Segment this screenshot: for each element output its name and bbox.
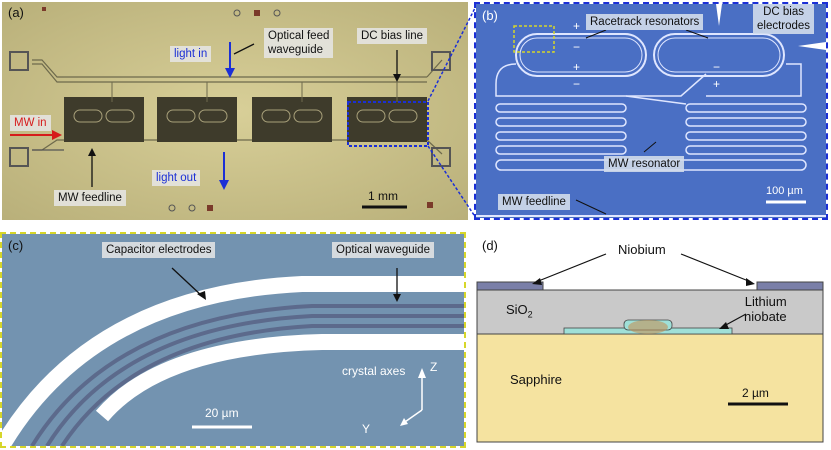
axis-y-label: Y xyxy=(362,422,371,436)
panel-a: (a) Optical feed waveguide DC bias line … xyxy=(2,2,468,220)
waveguide-micrograph xyxy=(2,234,464,446)
optical-feed-line2: waveguide xyxy=(268,44,323,56)
optical-feed-waveguide-label: Optical feed waveguide xyxy=(264,28,334,58)
optical-waveguide-label: Optical waveguide xyxy=(332,242,434,258)
scale-bar-a-label: 1 mm xyxy=(368,189,398,203)
light-in-label: light in xyxy=(170,46,212,62)
panel-c-label: (c) xyxy=(8,238,24,253)
sign-plus-2: + xyxy=(573,60,581,74)
resonator-micrograph xyxy=(476,4,826,217)
mw-resonator-label: MW resonator xyxy=(604,156,685,172)
crystal-axes-label: crystal axes xyxy=(342,364,406,378)
dc-bias-electrodes-label: DC bias electrodes xyxy=(753,4,815,34)
sign-minus-3: − xyxy=(713,60,721,74)
scale-bar-b-label: 100 µm xyxy=(766,185,803,197)
sio2-label: SiO2 xyxy=(506,302,533,320)
racetrack-resonators-label: Racetrack resonators xyxy=(586,14,704,30)
sign-plus-3: + xyxy=(713,77,721,91)
panel-c: (c) Capacitor electrodes Optical wavegui… xyxy=(0,232,466,448)
scale-bar-d-label: 2 µm xyxy=(742,386,769,400)
sapphire-label: Sapphire xyxy=(510,372,563,387)
sio2-text: SiO xyxy=(506,302,528,317)
niobium-label: Niobium xyxy=(618,242,666,257)
lithium-line2: niobate xyxy=(744,309,787,324)
dc-bias-line-label: DC bias line xyxy=(357,28,427,44)
sio2-subscript: 2 xyxy=(527,309,533,320)
lithium-line1: Lithium xyxy=(744,294,787,309)
panel-b: (b) Racetrack resonators DC bias electro… xyxy=(474,2,828,220)
panel-d-label: (d) xyxy=(482,238,498,253)
lithium-niobate-label: Lithium niobate xyxy=(744,294,787,324)
light-out-label: light out xyxy=(152,170,201,186)
mw-feedline-label: MW feedline xyxy=(54,190,126,206)
optical-feed-line1: Optical feed xyxy=(268,30,330,42)
mw-in-label: MW in xyxy=(10,115,51,131)
panel-a-label: (a) xyxy=(8,5,24,20)
cross-section-diagram xyxy=(476,253,824,443)
dc-bias-line1: DC bias xyxy=(763,6,804,18)
capacitor-electrodes-label: Capacitor electrodes xyxy=(102,242,216,258)
scale-bar-c-label: 20 µm xyxy=(205,406,239,420)
sign-plus-1: + xyxy=(573,19,581,33)
sign-minus-2: − xyxy=(573,77,581,91)
panel-b-label: (b) xyxy=(482,8,498,23)
dc-bias-line2: electrodes xyxy=(757,20,811,32)
axis-z-label: Z xyxy=(430,360,438,374)
sign-minus-1: − xyxy=(573,40,581,54)
mw-feedline-b-label: MW feedline xyxy=(498,194,570,210)
panel-d: (d) Niobium SiO2 Lithium niobate Sapphir… xyxy=(476,234,828,446)
